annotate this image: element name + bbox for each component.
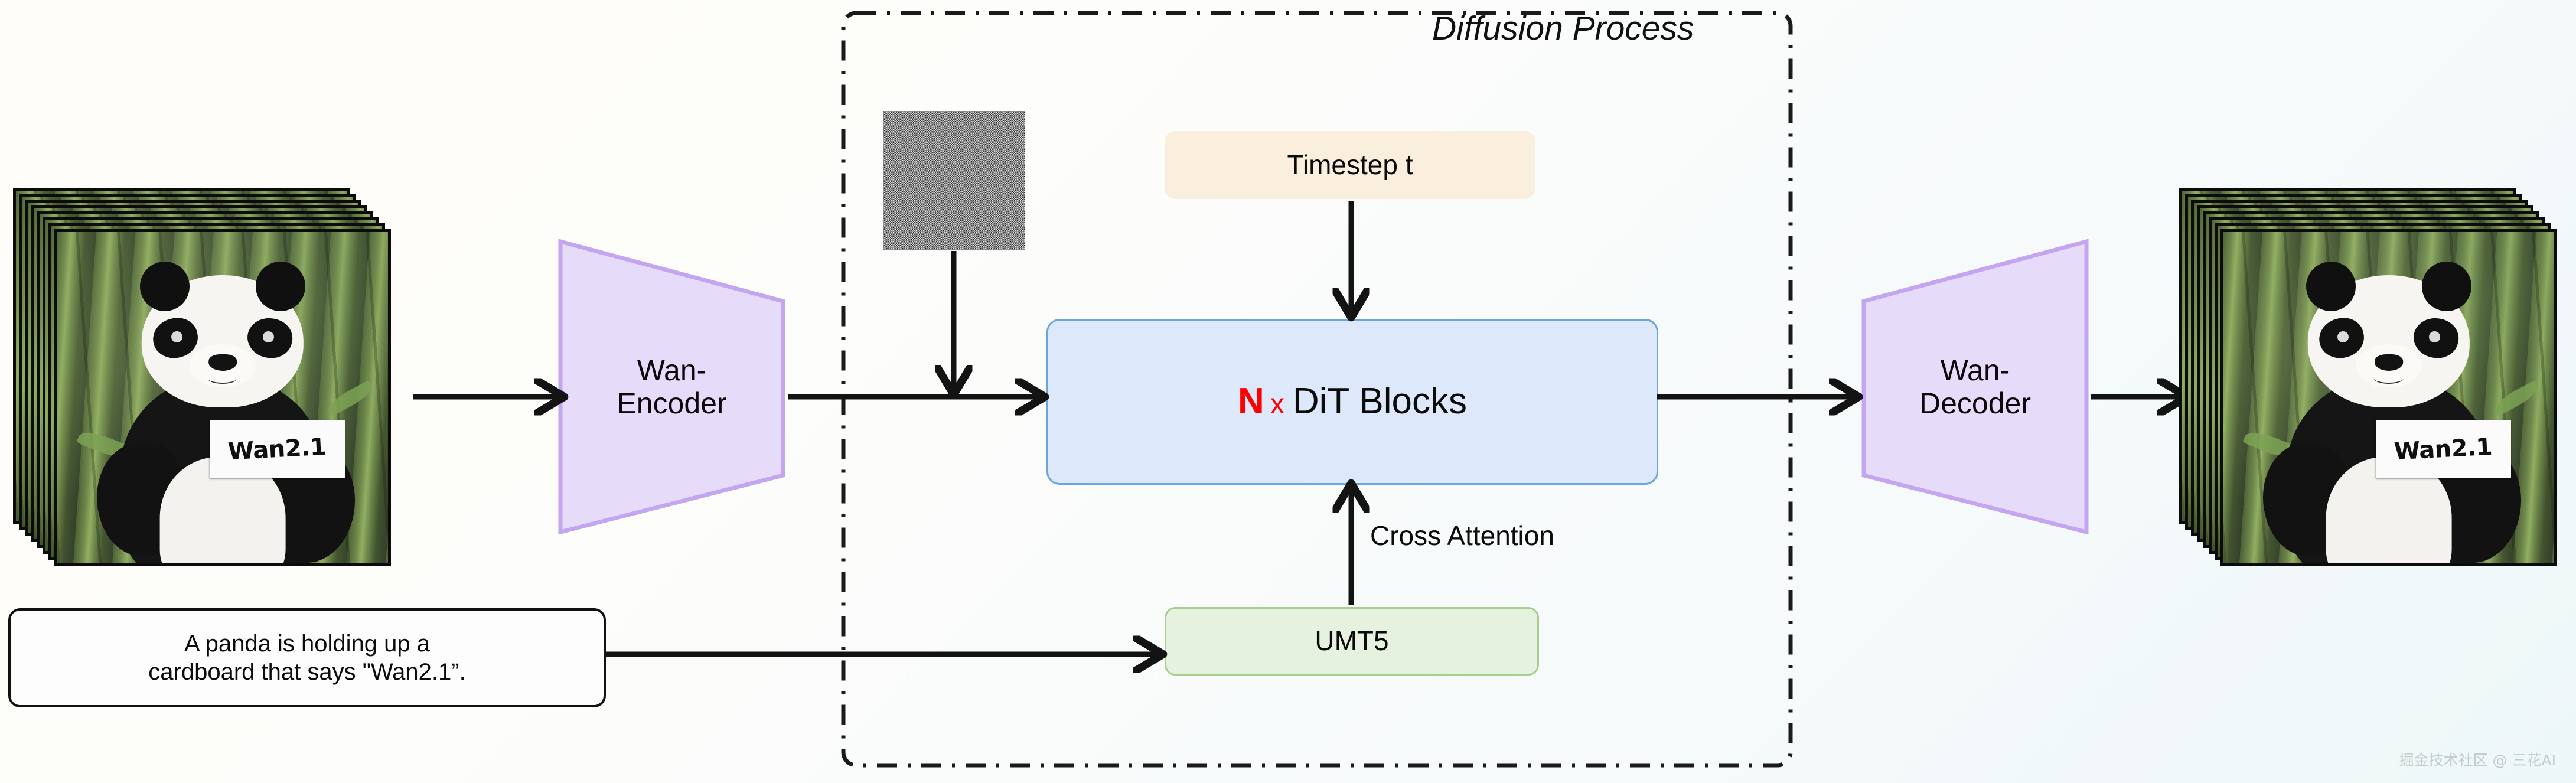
prompt-line-2: cardboard that says "Wan2.1”. [148,659,466,685]
panda-sign-text: Wan2.1 [2394,433,2493,466]
video-frame-front: Wan2.1 [2220,229,2557,566]
video-frame-front: Wan2.1 [54,229,391,566]
cross-attention-label: Cross Attention [1370,520,1554,551]
text-prompt-box[interactable]: A panda is holding up a cardboard that s… [8,608,606,707]
panda-sign-text: Wan2.1 [227,433,327,466]
wan-encoder-label: Wan- Encoder [617,354,727,420]
panda-sign: Wan2.1 [209,420,345,479]
panda-sign: Wan2.1 [2375,420,2512,479]
prompt-line-1: A panda is holding up a [184,631,430,657]
diffusion-process-title: Diffusion Process [1432,9,1694,47]
wan-encoder-node[interactable]: Wan- Encoder [558,239,785,534]
wan-decoder-label: Wan- Decoder [1919,354,2031,420]
dit-blocks-label: DiT Blocks [1292,381,1467,422]
gaussian-noise-latent [883,111,1025,250]
diffusion-process-container [841,11,1793,768]
wan-decoder-node[interactable]: Wan- Decoder [1861,239,2089,534]
input-video-frame-stack: Wan2.1 [13,188,391,566]
watermark: 掘金技术社区 @ 三花AI [2399,752,2556,769]
timestep-node[interactable]: Timestep t [1165,131,1535,199]
dit-multiply-symbol: x [1270,389,1284,420]
dit-blocks-node[interactable]: N x DiT Blocks [1046,319,1658,485]
output-video-frame-stack: Wan2.1 [2179,188,2557,566]
dit-repeat-count: N [1238,381,1264,422]
umt5-text-encoder-node[interactable]: UMT5 [1165,607,1539,676]
